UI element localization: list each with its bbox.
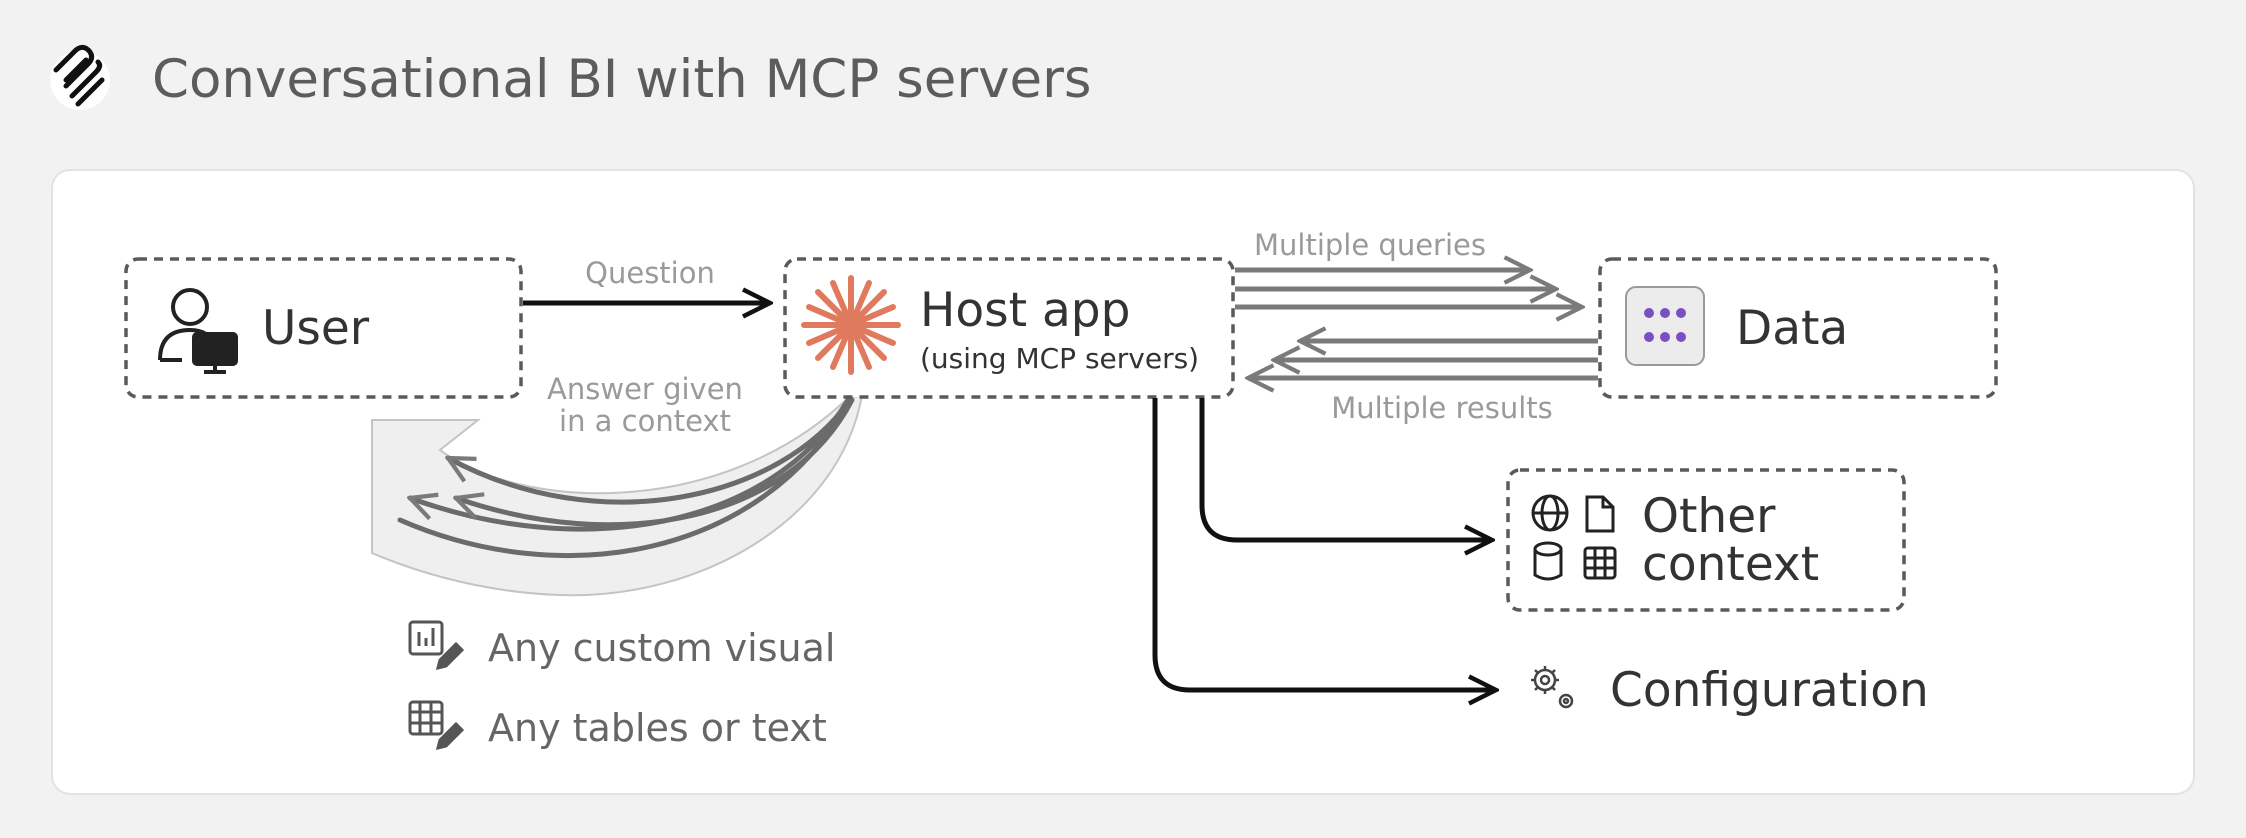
host-app-box (783, 257, 1235, 399)
user-computer-icon (158, 288, 238, 374)
data-label: Data (1736, 301, 1848, 356)
other-context-box (1506, 468, 1906, 612)
document-icon (1585, 495, 1615, 533)
table-edit-icon (408, 700, 465, 751)
configuration-arrow (1152, 398, 1496, 690)
result-arrows (1248, 341, 1598, 378)
data-icon (1625, 286, 1705, 366)
query-arrows (1235, 270, 1582, 307)
answer-flow-band (371, 393, 864, 597)
gears-icon (1531, 666, 1574, 709)
other-context-label-line1: Other (1642, 489, 1776, 544)
other-context-label-line2: context (1642, 537, 1819, 592)
table-icon (1583, 546, 1617, 580)
output-custom-visual: Any custom visual (488, 626, 835, 670)
answer-arrows (397, 397, 855, 559)
answer-label-line1: Answer given (547, 372, 743, 406)
app-logo (50, 44, 110, 110)
host-app-sublabel: (using MCP servers) (920, 342, 1199, 375)
results-label: Multiple results (1331, 391, 1553, 425)
host-app-label: Host app (920, 283, 1130, 338)
other-context-arrow (1199, 398, 1492, 540)
configuration-label: Configuration (1610, 663, 1929, 718)
database-icon (1533, 541, 1563, 581)
question-label: Question (585, 256, 715, 290)
globe-icon (1531, 494, 1569, 532)
page-title: Conversational BI with MCP servers (152, 49, 1092, 110)
host-app-burst-icon (801, 275, 901, 375)
chart-edit-icon (408, 620, 465, 671)
answer-label-line2: in a context (559, 404, 731, 438)
output-tables-text: Any tables or text (488, 706, 827, 750)
queries-label: Multiple queries (1254, 228, 1486, 262)
user-label: User (262, 301, 370, 356)
